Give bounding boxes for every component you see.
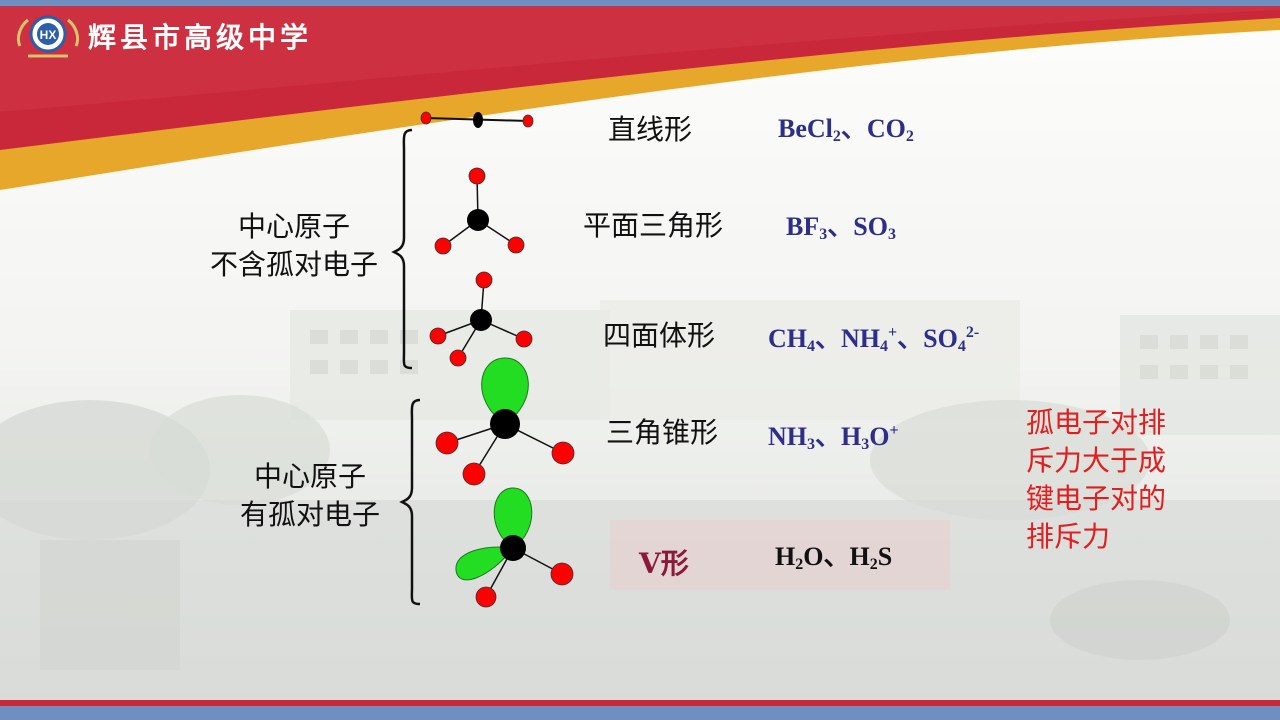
group-label-line: 中心原子 xyxy=(253,460,366,493)
repulsion-note: 孤电子对排 斥力大于成 键电子对的 排斥力 xyxy=(1026,404,1166,556)
formula-base: H xyxy=(775,542,796,571)
shape-name-bent: V形 xyxy=(639,547,689,580)
formula-separator: 、 xyxy=(840,114,867,143)
formulas-bent: H2O、H2S xyxy=(775,536,892,574)
note-line: 斥力大于成 xyxy=(1026,444,1167,477)
formula-subscript: 2 xyxy=(832,128,841,145)
formula-subscript: 3 xyxy=(861,436,870,453)
formula-base: SO xyxy=(853,212,888,241)
school-name: 辉县市高级中学 xyxy=(88,21,313,54)
formula-base: NH xyxy=(768,422,807,451)
formula-subscript: 4 xyxy=(807,338,815,355)
formula-base: H xyxy=(841,422,862,451)
formula-base: H xyxy=(849,542,870,571)
shape-name-tetrahedral: 四面体形 xyxy=(603,319,716,352)
formula-base: BeCl xyxy=(778,114,833,143)
formula-subscript: 2 xyxy=(869,556,878,573)
formula-separator: 、 xyxy=(815,422,842,451)
formula-base: NH xyxy=(841,324,881,353)
formula-base: CO xyxy=(866,114,906,143)
formula-base: O xyxy=(803,542,824,571)
note-line: 孤电子对排 xyxy=(1026,406,1167,439)
note-line: 排斥力 xyxy=(1026,520,1111,553)
formula-separator: 、 xyxy=(827,212,854,241)
group-label-line: 有孤对电子 xyxy=(239,498,380,531)
formula-superscript: 2- xyxy=(965,324,980,341)
formula-subscript: 3 xyxy=(807,436,815,453)
formula-base: BF xyxy=(786,212,820,241)
shape-name-trigonal-pyramidal: 三角锥形 xyxy=(606,416,719,449)
formulas-trigonal-planar: BF3、SO3 xyxy=(786,206,896,244)
group-label-line: 中心原子 xyxy=(237,210,350,243)
formulas-trigonal-pyramidal: NH3、H3O+ xyxy=(768,416,899,454)
formula-separator: 、 xyxy=(897,324,924,353)
formulas-tetrahedral: CH4、NH4+、SO42- xyxy=(768,318,979,356)
formula-subscript: 4 xyxy=(880,338,889,355)
note-line: 键电子对的 xyxy=(1026,482,1167,515)
formula-base: CH xyxy=(768,324,807,353)
formula-subscript: 3 xyxy=(887,226,896,243)
group-label-no-lone-pair: 中心原子 不含孤对电子 xyxy=(196,208,392,284)
formula-base: S xyxy=(877,542,893,571)
formula-superscript: + xyxy=(889,422,899,439)
formula-separator: 、 xyxy=(815,324,842,353)
formula-subscript: 4 xyxy=(957,338,966,355)
shape-name-linear: 直线形 xyxy=(608,113,693,146)
formula-subscript: 2 xyxy=(905,128,914,145)
formula-subscript: 2 xyxy=(795,556,804,573)
school-emblem-icon: HX xyxy=(16,15,80,58)
formulas-linear: BeCl2、CO2 xyxy=(778,108,914,146)
formula-subscript: 3 xyxy=(819,226,828,243)
logo-text: HX xyxy=(40,28,57,42)
formula-base: SO xyxy=(923,324,958,353)
formula-superscript: + xyxy=(888,324,898,341)
group-label-line: 不含孤对电子 xyxy=(209,248,378,281)
formula-separator: 、 xyxy=(823,542,850,571)
group-label-with-lone-pair: 中心原子 有孤对电子 xyxy=(220,458,400,534)
shape-name-trigonal-planar: 平面三角形 xyxy=(583,209,724,242)
formula-base: O xyxy=(869,422,890,451)
